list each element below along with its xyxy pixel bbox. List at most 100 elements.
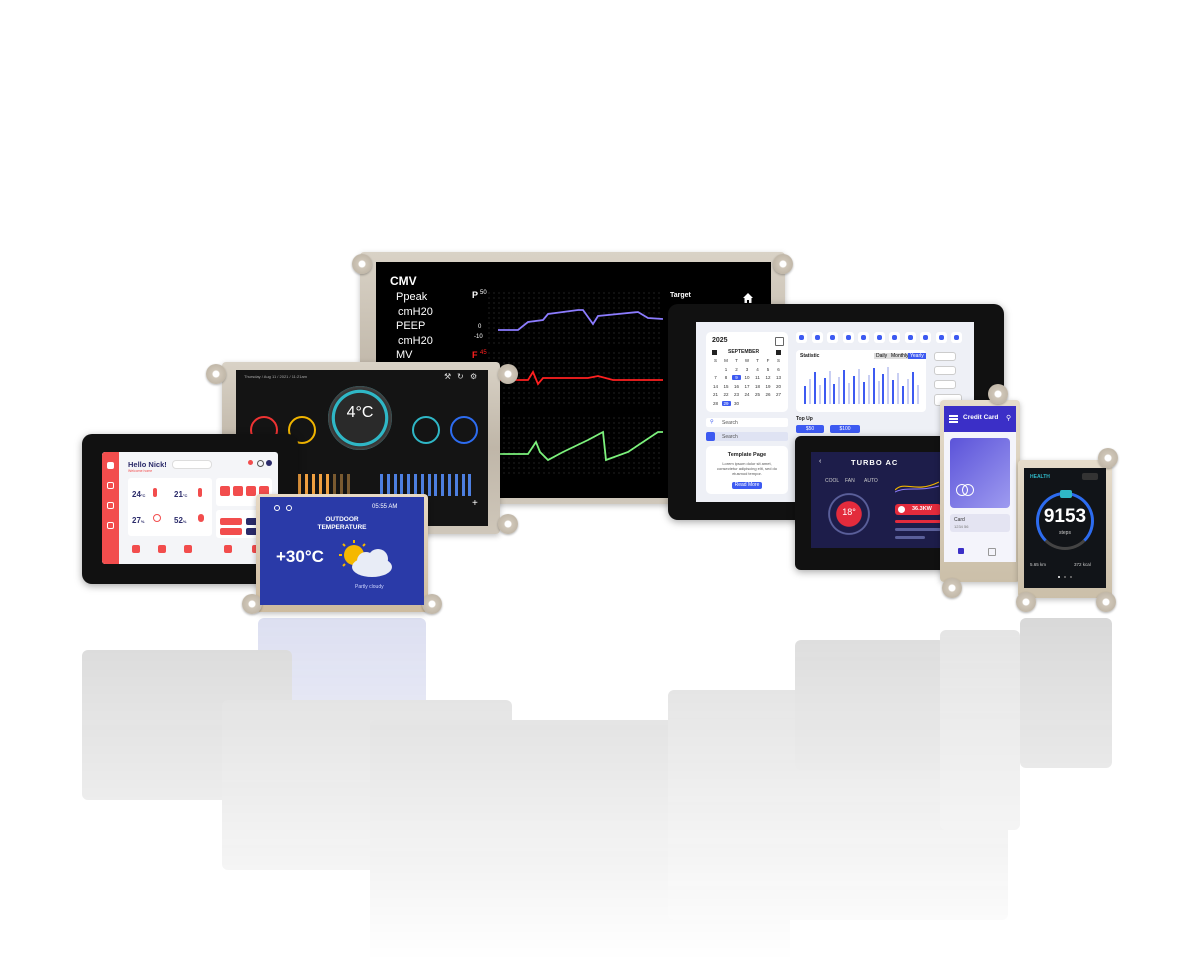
top-up-100-button[interactable]: $100	[830, 425, 860, 433]
calendar-day[interactable]: 29	[721, 400, 731, 406]
gear-icon[interactable]	[827, 332, 838, 343]
calendar-day[interactable]: 27	[775, 392, 781, 397]
calendar-day[interactable]: 12	[765, 375, 771, 380]
clock: 05:55 AM	[372, 504, 398, 510]
settings-icon[interactable]	[257, 460, 264, 467]
stat-tab-monthly[interactable]: Monthly	[889, 353, 911, 359]
search-input[interactable]	[172, 460, 212, 469]
calendar-day[interactable]: 10	[744, 375, 750, 380]
toggle-switch[interactable]	[934, 380, 956, 389]
nav-home-icon[interactable]	[958, 548, 964, 554]
calendar-day[interactable]: 15	[723, 383, 729, 389]
control-button[interactable]	[220, 528, 242, 535]
payment-card[interactable]	[950, 438, 1010, 508]
search-field[interactable]: Search	[706, 432, 788, 441]
stat-tab-daily[interactable]: Daily	[874, 353, 890, 359]
avatar[interactable]	[266, 460, 272, 466]
calendar-day[interactable]: 17	[744, 383, 750, 389]
glass-icon[interactable]	[450, 416, 478, 444]
prev-month-button[interactable]	[712, 350, 717, 355]
volume-icon[interactable]	[904, 332, 916, 343]
sidebar-item[interactable]	[107, 522, 114, 529]
nav-icon[interactable]	[988, 548, 996, 556]
weather-display: 05:55 AM OUTDOOR TEMPERATURE +30°C Partl…	[242, 494, 442, 614]
calendar-day[interactable]: 2	[735, 366, 738, 372]
read-more-button[interactable]: Read More	[732, 482, 762, 489]
calendar-day[interactable]: 19	[765, 383, 771, 389]
sidebar-item-home[interactable]	[107, 462, 114, 469]
device-icon[interactable]	[246, 486, 256, 496]
sidebar-item[interactable]	[107, 502, 114, 509]
wrench-icon[interactable]: ⚒	[444, 372, 452, 381]
search-icon[interactable]: ⚲	[1006, 415, 1012, 422]
statistic-bar	[872, 368, 875, 404]
page-dots[interactable]	[1058, 576, 1072, 578]
back-button[interactable]: ‹	[819, 458, 822, 465]
calendar-day[interactable]: 23	[733, 392, 739, 397]
calendar-day[interactable]: 22	[723, 392, 729, 397]
calendar-icon[interactable]	[775, 337, 784, 346]
appliance-icon[interactable]	[158, 545, 166, 553]
device-icon[interactable]	[220, 486, 230, 496]
calendar-day[interactable]: 3	[745, 366, 749, 372]
ac-slider[interactable]	[895, 528, 941, 531]
gear-icon[interactable]: ⚙	[470, 372, 478, 381]
camera-icon[interactable]	[951, 332, 962, 343]
calendar-day[interactable]: 5	[766, 366, 770, 372]
calendar-day[interactable]: 14	[712, 383, 718, 389]
lock-icon[interactable]	[935, 332, 947, 343]
calendar-day[interactable]: 25	[754, 392, 760, 397]
mail-icon[interactable]	[889, 332, 900, 343]
appliance-icon[interactable]	[224, 545, 232, 553]
card-header: Credit Card ⚲	[944, 406, 1016, 432]
mute-icon[interactable]	[920, 332, 931, 343]
calendar-day[interactable]: 16	[733, 383, 739, 389]
user-icon[interactable]	[796, 332, 807, 343]
appliance-icon[interactable]	[184, 545, 192, 553]
device-icon[interactable]	[233, 486, 243, 496]
ac-temperature-dial[interactable]: 18°	[827, 492, 871, 536]
top-up-50-button[interactable]: $50	[796, 425, 824, 433]
notification-icon[interactable]	[248, 460, 253, 465]
compass-icon[interactable]	[873, 332, 885, 343]
sidebar-item[interactable]	[107, 482, 114, 489]
calendar-day[interactable]: 28	[712, 400, 718, 406]
chat-icon[interactable]	[842, 332, 854, 343]
map-pin-icon[interactable]	[858, 332, 869, 343]
cup-icon[interactable]	[412, 416, 440, 444]
calendar-day[interactable]: 26	[765, 392, 771, 397]
calendar-day[interactable]: 7	[714, 375, 717, 380]
calendar-day[interactable]: 30	[733, 400, 739, 406]
mode-fan[interactable]: FAN	[845, 478, 855, 484]
ac-slider[interactable]	[895, 520, 941, 523]
menu-icon[interactable]	[949, 415, 958, 417]
plus-icon[interactable]: +	[472, 498, 478, 509]
calendar-day[interactable]: 24	[744, 392, 750, 397]
toggle-switch[interactable]	[934, 366, 956, 375]
calendar-day[interactable]: 11	[755, 375, 760, 380]
toggle-switch[interactable]	[934, 352, 956, 361]
calendar-day[interactable]: 4	[756, 366, 759, 372]
search-field[interactable]: ⚲ Search	[706, 418, 788, 427]
calendar-day[interactable]: 20	[775, 383, 781, 389]
next-month-button[interactable]	[776, 350, 781, 355]
calendar-day[interactable]: 13	[775, 375, 781, 380]
device-icon[interactable]	[259, 486, 269, 496]
stat-tab-yearly[interactable]: Yearly	[908, 353, 926, 359]
temperature-dial[interactable]: 4°C	[328, 386, 392, 450]
mode-cool[interactable]: COOL	[825, 478, 840, 484]
calendar-day[interactable]: 21	[712, 392, 718, 397]
home-icon[interactable]	[742, 292, 754, 304]
pot-icon[interactable]	[288, 416, 316, 444]
heart-icon[interactable]	[811, 332, 823, 343]
calendar-day[interactable]: 1	[724, 366, 728, 372]
refresh-icon[interactable]: ↻	[457, 372, 464, 381]
mode-auto[interactable]: AUTO	[864, 478, 878, 484]
calendar-day[interactable]: 6	[777, 366, 780, 372]
calendar-day[interactable]: 18	[754, 383, 760, 389]
appliance-icon[interactable]	[132, 545, 140, 553]
calendar-day[interactable]: 9	[732, 375, 741, 380]
calendar-day[interactable]: 8	[724, 375, 728, 380]
control-button[interactable]	[220, 518, 242, 525]
ac-slider[interactable]	[895, 536, 925, 539]
